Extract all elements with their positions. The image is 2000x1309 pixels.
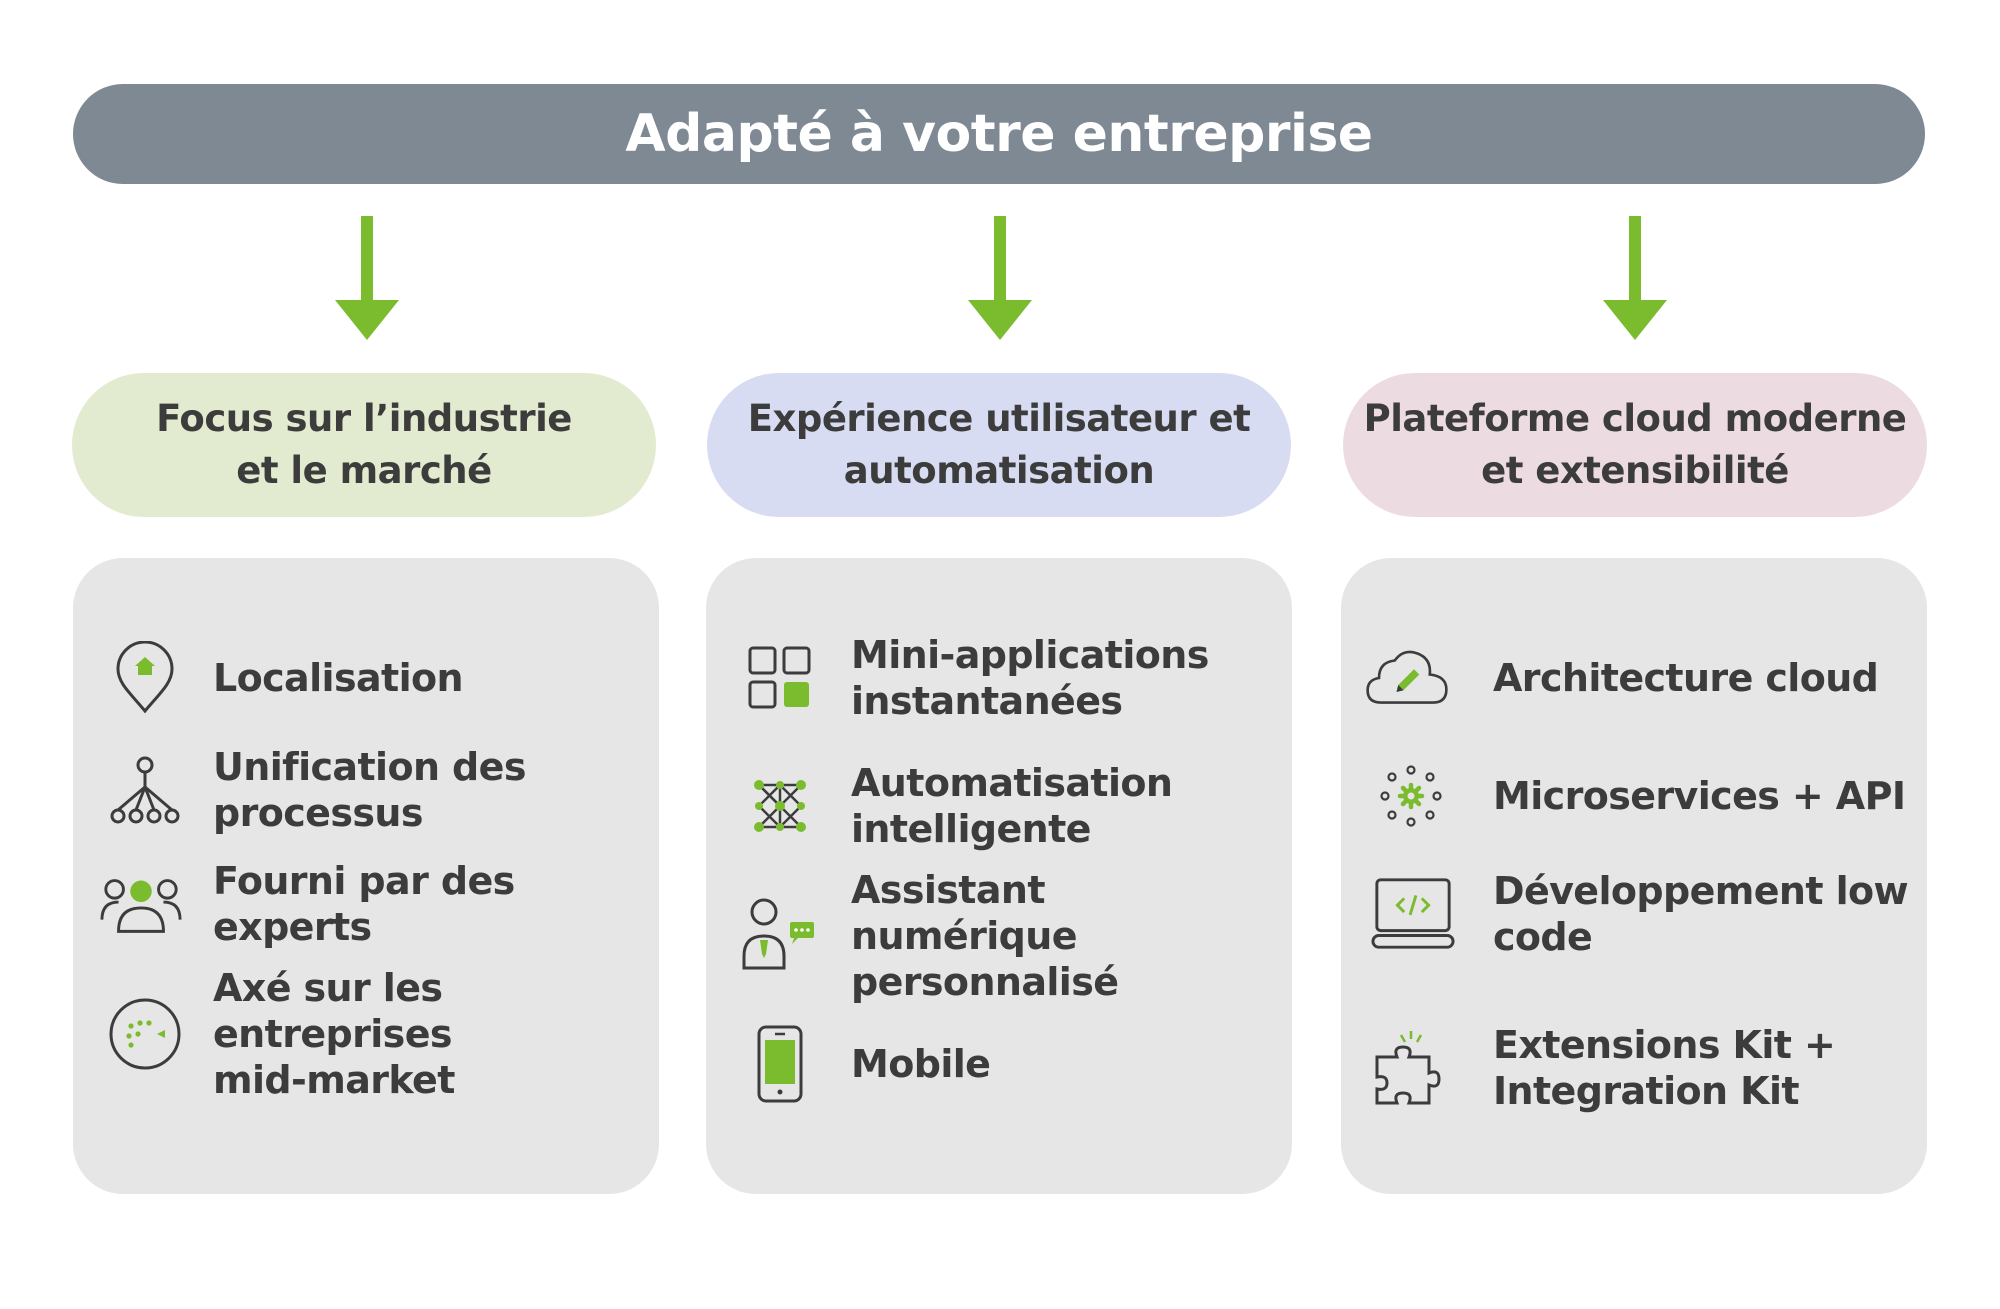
down-arrow-icon <box>968 216 1032 340</box>
feature-card-ux: Mini-applications instantanées Automatis… <box>706 558 1292 1194</box>
feature-item: Unification des processus <box>73 730 659 850</box>
column-header-cloud: Plateforme cloud moderne et extensibilit… <box>1343 373 1927 517</box>
feature-card-cloud: Architecture cloud Microservices + API <box>1341 558 1927 1194</box>
column-header-industry: Focus sur l’industrie et le marché <box>72 373 656 517</box>
feature-card-industry: Localisation Unification des processus <box>73 558 659 1194</box>
feature-label: Microservices + API <box>1493 774 1906 818</box>
network-mesh-icon <box>738 764 822 848</box>
down-arrow-icon <box>335 216 399 340</box>
feature-item: Fourni par des experts <box>73 844 659 964</box>
feature-item: Microservices + API <box>1341 736 1927 856</box>
feature-label: Localisation <box>213 656 464 700</box>
feature-label: Axé sur les entreprises mid-market <box>213 966 455 1102</box>
target-circle-icon <box>103 992 187 1076</box>
feature-label: Développement low code <box>1493 869 1909 959</box>
column-header-label: Expérience utilisateur et automatisation <box>747 397 1251 492</box>
banner-title: Adapté à votre entreprise <box>625 104 1373 164</box>
feature-label: Fourni par des experts <box>213 859 515 949</box>
feature-label: Automatisation intelligente <box>851 761 1173 851</box>
assistant-chat-icon <box>736 894 820 978</box>
feature-item: Axé sur les entreprises mid-market <box>73 966 659 1102</box>
location-pin-icon <box>103 636 187 720</box>
down-arrow-icon <box>1603 216 1667 340</box>
column-header-label: Focus sur l’industrie et le marché <box>156 397 572 492</box>
feature-label: Mobile <box>851 1042 991 1086</box>
puzzle-piece-icon <box>1369 1026 1453 1110</box>
feature-item: Mobile <box>706 1004 1292 1124</box>
feature-item: Extensions Kit + Integration Kit <box>1341 1008 1927 1128</box>
mobile-phone-icon <box>738 1022 822 1106</box>
process-hierarchy-icon <box>103 748 187 832</box>
feature-item: Développement low code <box>1341 854 1927 974</box>
feature-item: Mini-applications instantanées <box>706 618 1292 738</box>
app-grid-icon <box>738 636 822 720</box>
cloud-edit-icon <box>1365 636 1449 720</box>
column-header-label: Plateforme cloud moderne et extensibilit… <box>1363 397 1907 492</box>
feature-label: Architecture cloud <box>1493 656 1879 700</box>
laptop-code-icon <box>1371 872 1455 956</box>
gear-nodes-icon <box>1369 754 1453 838</box>
header-banner: Adapté à votre entreprise <box>73 84 1925 184</box>
feature-item: Architecture cloud <box>1341 618 1927 738</box>
feature-label: Mini-applications instantanées <box>851 633 1209 723</box>
feature-label: Unification des processus <box>213 745 526 835</box>
feature-label: Extensions Kit + Integration Kit <box>1493 1023 1836 1113</box>
people-group-icon <box>99 862 183 946</box>
column-header-ux: Expérience utilisateur et automatisation <box>707 373 1291 517</box>
feature-label: Assistant numérique personnalisé <box>851 868 1119 1004</box>
feature-item: Localisation <box>73 618 659 738</box>
feature-item: Assistant numérique personnalisé <box>706 868 1292 1004</box>
feature-item: Automatisation intelligente <box>706 746 1292 866</box>
